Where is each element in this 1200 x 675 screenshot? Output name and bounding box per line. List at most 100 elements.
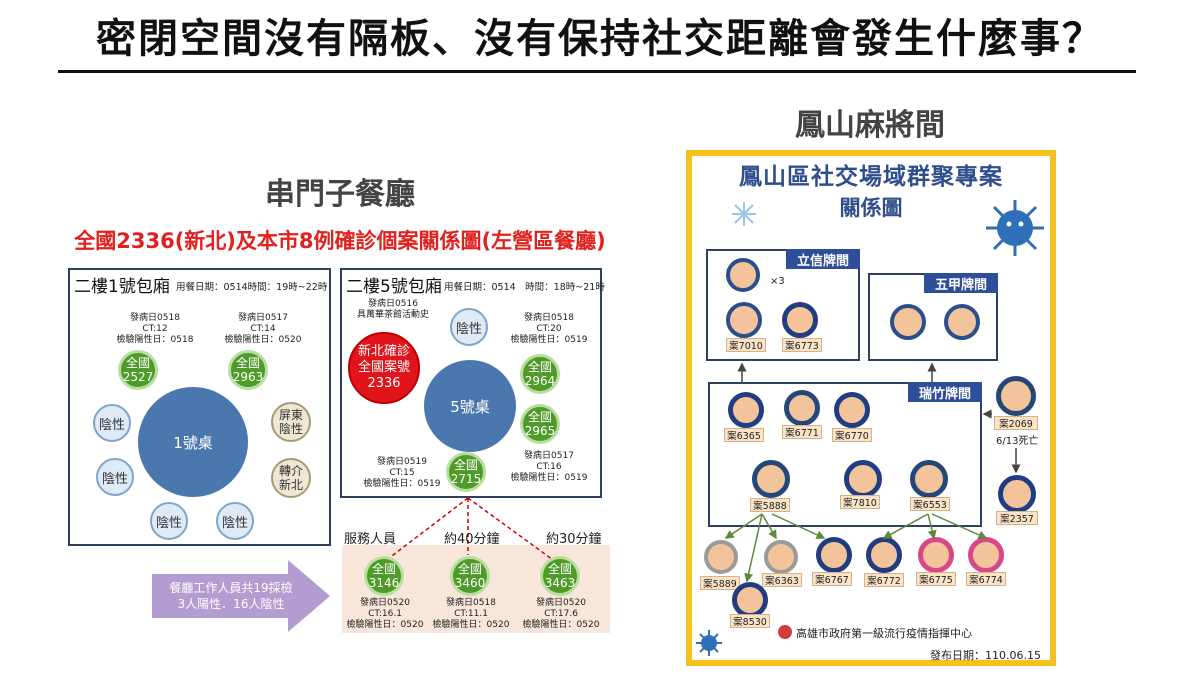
info-line: 檢驗陽性日：0519 xyxy=(510,472,588,483)
info-line: 檢驗陽性日：0520 xyxy=(346,619,424,630)
person-icon xyxy=(728,392,764,428)
case-nat: 全國 xyxy=(527,410,552,424)
case-nat: 全國 xyxy=(527,360,552,374)
person-icon xyxy=(732,582,768,618)
info-line: 檢驗陽性日：0520 xyxy=(224,334,302,345)
case-num: 3463 xyxy=(544,576,576,590)
case-num: 2715 xyxy=(450,472,482,486)
group-ruizhu-label: 瑞竹牌間 xyxy=(908,382,982,402)
negative-person: 陰性 xyxy=(93,404,131,442)
label-service-staff: 服務人員 xyxy=(344,532,397,547)
person-icon xyxy=(866,537,902,573)
info-line: 發病日0519 xyxy=(377,456,427,467)
label-40min: 約40分鐘 xyxy=(444,532,500,547)
dashed-link xyxy=(379,497,469,566)
info-line: 發病日0518 xyxy=(446,597,496,608)
case-num: 3460 xyxy=(454,576,486,590)
left-section-title: 串門子餐廳 xyxy=(265,177,415,212)
left-subtitle: 全國2336(新北)及本市8例確診個案關係圖(左營區餐廳) xyxy=(74,229,606,253)
info-line: 發病日0520 xyxy=(360,597,410,608)
case-6771: 案6771 xyxy=(782,425,822,439)
info-line: CT:16.1 xyxy=(368,608,402,619)
case-nat: 全國 xyxy=(453,458,478,472)
label-30min: 約30分鐘 xyxy=(546,532,602,547)
table-1: 1號桌 xyxy=(138,387,248,497)
negative-person: 陰性 xyxy=(450,308,488,346)
info-line: 檢驗陽性日：0519 xyxy=(510,334,588,345)
text-line: 餐廳工作人員共19採檢 xyxy=(169,581,293,595)
person-icon xyxy=(782,302,818,338)
pingtung-negative: 屏東陰性 xyxy=(271,402,311,442)
info-line: 檢驗陽性日：0518 xyxy=(116,334,194,345)
room-5-label: 二樓5號包廂 xyxy=(346,277,442,297)
case-5889: 案5889 xyxy=(700,576,740,590)
person-icon xyxy=(752,460,790,498)
info-line: 檢驗陽性日：0520 xyxy=(522,619,600,630)
info-line: CT:14 xyxy=(250,323,276,334)
case-nat: 全國 xyxy=(235,356,260,370)
info-line: 發病日0518 xyxy=(524,312,574,323)
case-num: 2964 xyxy=(524,374,556,388)
agency-logo-icon xyxy=(778,625,792,639)
case-nat: 全國 xyxy=(547,562,572,576)
person-icon xyxy=(890,304,926,340)
room-1-meta: 用餐日期：0514時間：19時~22時 xyxy=(176,282,328,293)
case-2069: 案2069 xyxy=(994,416,1038,430)
agency-name: 高雄市政府第一級流行疫情指揮中心 xyxy=(796,627,972,640)
info-line: CT:15 xyxy=(389,467,415,478)
snowflake-icon xyxy=(732,202,756,226)
info-line: CT:12 xyxy=(142,323,168,334)
person-icon xyxy=(764,540,798,574)
case-num: 2527 xyxy=(122,370,154,384)
times-three: ×3 xyxy=(770,276,785,287)
virus-icon-small xyxy=(696,630,722,656)
negative-person: 陰性 xyxy=(216,502,254,540)
room-1-label: 二樓1號包廂 xyxy=(74,277,170,297)
group-ruizhu-box xyxy=(708,382,982,527)
release-date: 發布日期：110.06.15 xyxy=(930,649,1041,662)
group-lixin-box xyxy=(706,249,860,361)
text-line: 屏東 xyxy=(278,408,303,422)
info-line: 發病日0518 xyxy=(130,312,180,323)
person-icon xyxy=(944,304,980,340)
info-line: CT:20 xyxy=(536,323,562,334)
case-6770: 案6770 xyxy=(832,428,872,442)
poster-title: 鳳山區社交場域群聚專案 xyxy=(739,164,1003,190)
death-note: 6/13死亡 xyxy=(996,436,1039,447)
person-icon xyxy=(726,258,760,292)
person-icon xyxy=(816,537,852,573)
text-line: 陰性 xyxy=(278,422,303,436)
info-line: CT:11.1 xyxy=(454,608,488,619)
poster-subtitle: 關係圖 xyxy=(839,196,903,220)
case-6772: 案6772 xyxy=(864,573,904,587)
case-8530: 案8530 xyxy=(730,614,770,628)
info-line: 發病日0517 xyxy=(238,312,288,323)
case-6773: 案6773 xyxy=(782,338,822,352)
person-icon xyxy=(968,537,1004,573)
info-line: 發病日0517 xyxy=(524,450,574,461)
negative-person: 陰性 xyxy=(96,458,134,496)
room-5-meta: 用餐日期：0514 時間：18時~21時 xyxy=(444,282,605,293)
poster-arrows xyxy=(724,362,1021,583)
room-1-info-a: 發病日0518 CT:12 檢驗陽性日：0518 xyxy=(100,312,210,346)
case-nat: 全國 xyxy=(457,562,482,576)
info-line: CT:16 xyxy=(536,461,562,472)
text-line: 新北確診 xyxy=(357,344,410,359)
info-line: 具萬華茶館活動史 xyxy=(356,310,429,320)
case-6363: 案6363 xyxy=(762,573,802,587)
person-icon xyxy=(996,376,1036,416)
room-5-info-a: 發病日0518 CT:20 檢驗陽性日：0519 xyxy=(494,312,604,346)
case-num: 2965 xyxy=(524,424,556,438)
person-icon xyxy=(998,475,1036,513)
staff-link-lines xyxy=(379,497,561,566)
info-line: 檢驗陽性日：0519 xyxy=(363,478,441,489)
